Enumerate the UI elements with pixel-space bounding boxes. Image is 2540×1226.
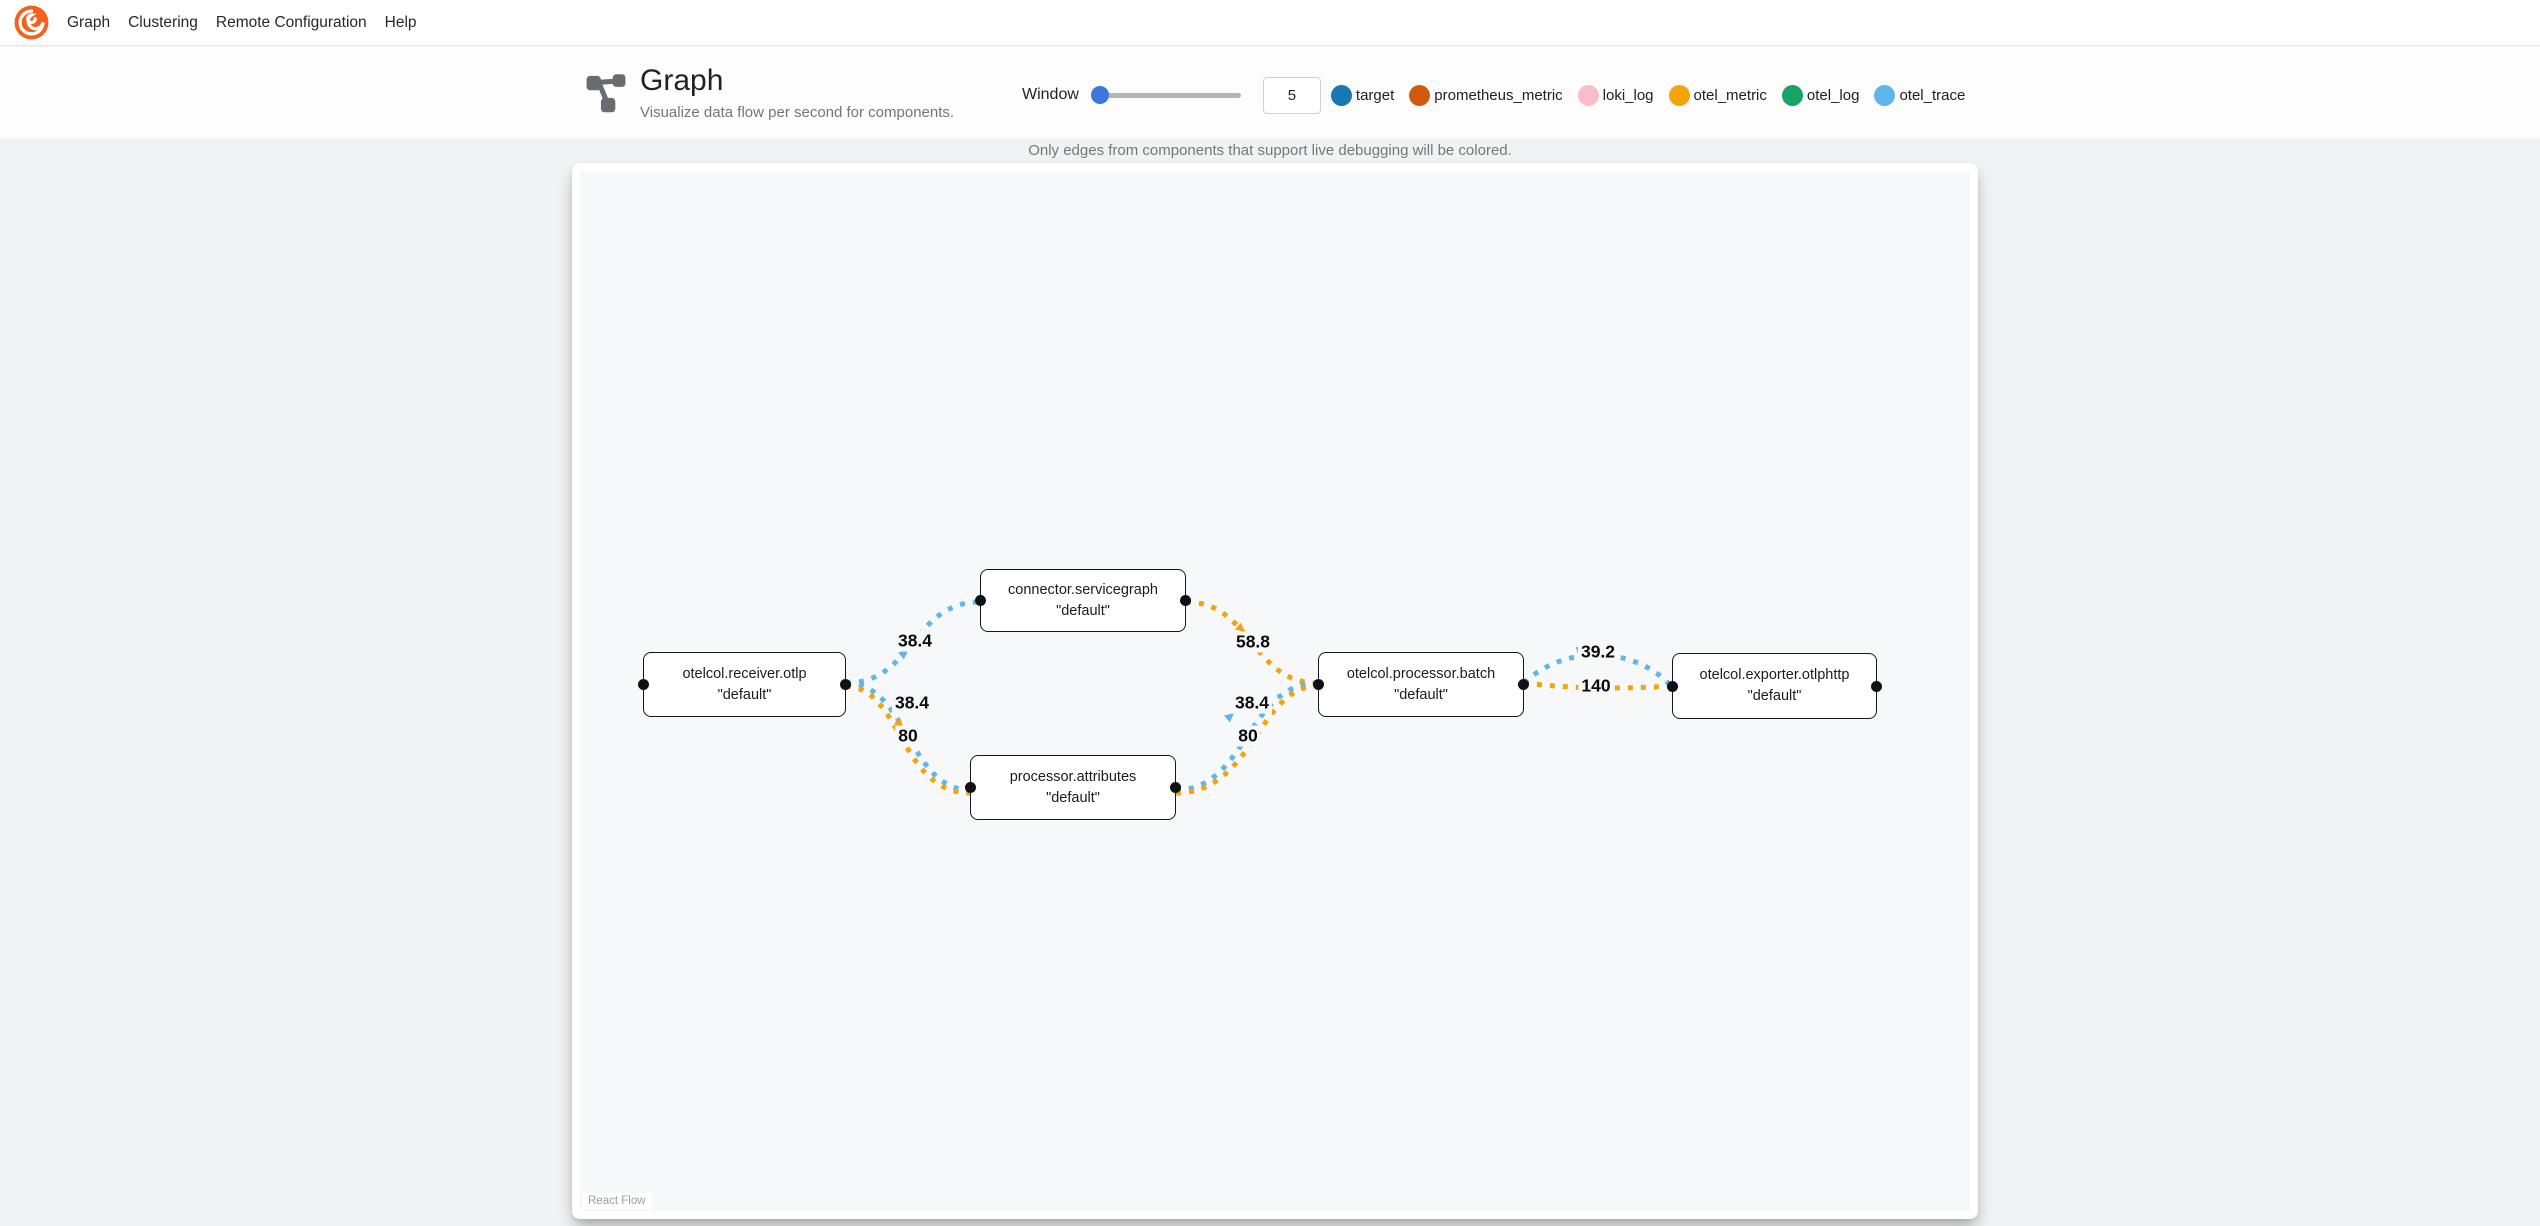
nav-item-remote-configuration[interactable]: Remote Configuration — [215, 13, 367, 31]
graph-page-icon — [586, 74, 626, 113]
alloy-logo-icon[interactable] — [13, 4, 50, 41]
live-debugging-note: Only edges from components that support … — [1028, 142, 1512, 159]
edge-label: 39.2 — [1577, 641, 1619, 663]
node-title: otelcol.exporter.otlphttp — [1699, 667, 1850, 683]
otel-metric-dot-icon — [1668, 84, 1690, 106]
node-title: processor.attributes — [1009, 768, 1137, 785]
node-processor-attributes[interactable]: processor.attributes "default" — [965, 755, 1181, 820]
edge-arrow-icon — [893, 717, 904, 728]
window-label: Window — [1022, 86, 1079, 103]
legend-item-otel-metric: otel_metric — [1668, 84, 1767, 106]
edge-arrow-icon — [897, 649, 908, 660]
page-subtitle: Visualize data flow per second for compo… — [640, 104, 955, 121]
edge-batch-exporter-metric[interactable] — [1523, 680, 1673, 691]
nav-item-help[interactable]: Help — [384, 13, 417, 31]
legend: target prometheus_metric loki_log otel_m… — [1330, 84, 1966, 106]
edge-label: 58.8 — [1232, 631, 1274, 653]
node-handle-left[interactable] — [1667, 680, 1678, 692]
node-handle-right[interactable] — [1518, 679, 1529, 690]
node-handle-left[interactable] — [965, 782, 976, 793]
legend-label: otel_trace — [1899, 86, 1966, 104]
legend-item-otel-trace: otel_trace — [1874, 84, 1966, 106]
node-instance: "default" — [1046, 789, 1100, 806]
edge-label: 140 — [1578, 675, 1614, 697]
node-title: otelcol.processor.batch — [1346, 665, 1496, 682]
node-otelcol-receiver-otlp[interactable]: otelcol.receiver.otlp "default" — [638, 652, 851, 717]
otel-log-dot-icon — [1781, 84, 1803, 106]
target-dot-icon — [1330, 84, 1352, 106]
header-controls: Window target prometheus_metric loki_log… — [1022, 75, 1965, 115]
legend-label: loki_log — [1602, 86, 1654, 104]
node-handle-left[interactable] — [975, 595, 986, 606]
node-title: otelcol.receiver.otlp — [682, 665, 807, 682]
edge-attributes-batch-metric[interactable] — [1175, 683, 1319, 796]
graph-panel: 38.4 38.4 80 58.8 38.4 80 39.2 140 otelc… — [572, 163, 1978, 1219]
legend-item-target: target — [1330, 84, 1395, 106]
edge-label: 38.4 — [1231, 692, 1273, 714]
nav-item-clustering[interactable]: Clustering — [128, 13, 198, 31]
top-nav: Graph Clustering Remote Configuration He… — [0, 0, 2540, 46]
edge-arrow-icon — [1224, 713, 1234, 723]
node-handle-left[interactable] — [1313, 679, 1324, 690]
edge-label: 80 — [895, 725, 921, 747]
otel-trace-dot-icon — [1874, 84, 1896, 106]
legend-label: prometheus_metric — [1434, 86, 1563, 104]
legend-item-loki-log: loki_log — [1577, 84, 1654, 106]
node-handle-right[interactable] — [1170, 782, 1181, 793]
legend-item-otel-log: otel_log — [1781, 84, 1860, 106]
prometheus-metric-dot-icon — [1409, 84, 1431, 106]
react-flow-attribution[interactable]: React Flow — [582, 1193, 652, 1209]
node-handle-right[interactable] — [1871, 680, 1882, 692]
react-flow-canvas[interactable]: 38.4 38.4 80 58.8 38.4 80 39.2 140 otelc… — [580, 171, 1970, 1211]
edge-label: 38.4 — [894, 630, 936, 652]
node-title: connector.servicegraph — [1008, 581, 1158, 598]
node-handle-right[interactable] — [840, 679, 851, 690]
edge-label: 38.4 — [891, 692, 933, 714]
node-otelcol-processor-batch[interactable]: otelcol.processor.batch "default" — [1313, 652, 1529, 717]
node-handle-right[interactable] — [1180, 595, 1191, 606]
legend-label: otel_log — [1806, 86, 1860, 104]
node-instance: "default" — [1056, 602, 1110, 619]
node-handle-left[interactable] — [638, 679, 649, 690]
nav-item-graph[interactable]: Graph — [67, 13, 111, 31]
edge-label: 80 — [1235, 725, 1261, 747]
legend-label: otel_metric — [1693, 86, 1767, 104]
node-instance: "default" — [717, 686, 772, 703]
node-instance: "default" — [1394, 686, 1448, 703]
loki-log-dot-icon — [1577, 84, 1599, 106]
slider-track[interactable] — [1092, 93, 1241, 98]
window-slider[interactable] — [1090, 86, 1241, 104]
edge-arrow-icon — [1234, 622, 1245, 633]
legend-label: target — [1355, 86, 1395, 104]
slider-thumb[interactable] — [1090, 86, 1109, 104]
node-otelcol-exporter-otlphttp[interactable]: otelcol.exporter.otlphttp "default" — [1667, 653, 1882, 719]
node-instance: "default" — [1747, 688, 1802, 704]
node-connector-servicegraph[interactable]: connector.servicegraph "default" — [975, 569, 1191, 632]
legend-item-prometheus-metric: prometheus_metric — [1409, 84, 1563, 106]
window-value-input[interactable] — [1262, 76, 1321, 114]
page-title: Graph — [640, 64, 724, 97]
